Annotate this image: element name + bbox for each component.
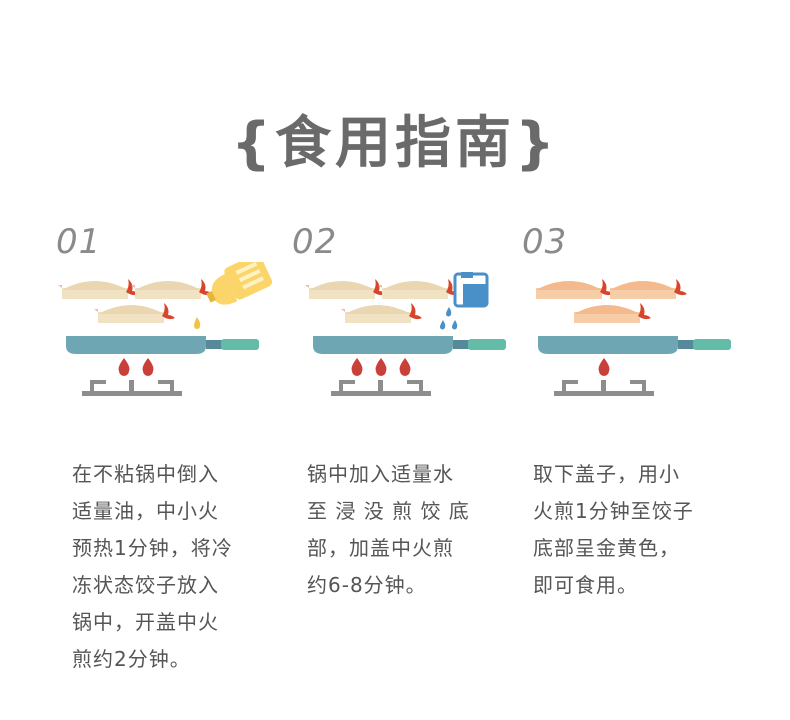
- fried-dumpling-icon: [574, 303, 651, 323]
- frying-pan-icon: [313, 336, 506, 354]
- text-line: 约6-8分钟。: [307, 573, 427, 597]
- step-1-description: 在不粘锅中倒入 适量油，中小火 预热1分钟，将冷 冻状态饺子放入 锅中，开盖中火…: [72, 456, 233, 678]
- dumpling-icon: [94, 303, 175, 323]
- stove-stand-icon: [331, 380, 431, 396]
- water-drop-icon: [452, 320, 458, 330]
- frying-pan-icon: [538, 336, 731, 354]
- text-line: 预热1分钟，将冷: [72, 536, 233, 560]
- step-3-illustration: [536, 279, 731, 396]
- stove-stand-icon: [82, 380, 182, 396]
- step-2-description: 锅中加入适量水 至 浸 没 煎 饺 底 部，加盖中火煎 约6-8分钟。: [307, 456, 470, 604]
- dumpling-icon: [58, 279, 139, 299]
- text-line: 即可食用。: [533, 573, 638, 597]
- text-line: 部，加盖中火煎: [307, 536, 454, 560]
- flame-icon: [142, 358, 154, 376]
- water-drop-icon: [446, 307, 452, 317]
- text-line: 在不粘锅中倒入: [72, 462, 219, 486]
- step-number-2: 02: [292, 222, 338, 262]
- flame-icon: [399, 358, 411, 376]
- fried-dumpling-icon: [536, 279, 613, 299]
- dumpling-icon: [378, 279, 459, 299]
- step-3-description: 取下盖子，用小 火煎1分钟至饺子 底部呈金黄色， 即可食用。: [533, 456, 694, 604]
- text-line: 至 浸 没 煎 饺 底: [307, 499, 470, 523]
- dumpling-icon: [341, 303, 422, 323]
- text-line: 取下盖子，用小: [533, 462, 680, 486]
- fried-dumpling-icon: [610, 279, 687, 299]
- flame-icon: [375, 358, 387, 376]
- text-line: 底部呈金黄色，: [533, 536, 680, 560]
- page-title: {食用指南}: [231, 111, 559, 176]
- step-number-1: 01: [56, 222, 102, 262]
- water-jug-icon: [453, 272, 489, 308]
- water-drop-icon: [440, 320, 446, 330]
- text-line: 锅中加入适量水: [307, 462, 454, 486]
- dumpling-icon: [305, 279, 386, 299]
- step-number-3: 03: [522, 222, 568, 262]
- text-line: 煎约2分钟。: [72, 647, 191, 671]
- text-line: 适量油，中小火: [72, 499, 219, 523]
- flame-icon: [118, 358, 130, 376]
- step-1-illustration: [58, 262, 273, 396]
- text-line: 冻状态饺子放入: [72, 573, 219, 597]
- frying-pan-icon: [66, 336, 259, 354]
- text-line: 锅中，开盖中火: [72, 610, 219, 634]
- stove-stand-icon: [554, 380, 654, 396]
- dumpling-icon: [131, 279, 212, 299]
- oil-drop-icon: [194, 317, 201, 329]
- oil-bottle-icon: [206, 262, 273, 305]
- flame-icon: [351, 358, 363, 376]
- text-line: 火煎1分钟至饺子: [533, 499, 694, 523]
- step-2-illustration: [305, 272, 506, 396]
- flame-icon: [598, 358, 610, 376]
